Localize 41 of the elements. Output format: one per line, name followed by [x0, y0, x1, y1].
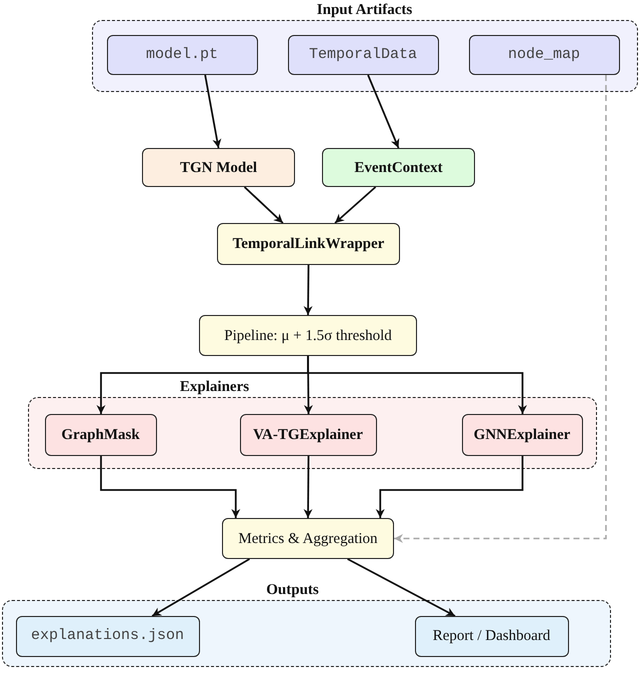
node-label: Report / Dashboard	[432, 627, 550, 645]
process-box	[462, 414, 582, 456]
dashed-arrow	[394, 75, 607, 543]
arrow	[204, 74, 222, 148]
arrow	[367, 74, 400, 148]
arrow	[334, 186, 376, 224]
node-label: Metrics & Aggregation	[238, 530, 378, 548]
process-box	[44, 414, 156, 456]
arrow	[307, 356, 527, 414]
process-box	[468, 34, 620, 74]
node-label: node_map	[508, 46, 580, 64]
node-label: TemporalData	[308, 46, 418, 64]
node-label: GraphMask	[61, 426, 140, 444]
process-box	[16, 616, 200, 656]
arrow	[244, 186, 284, 224]
process-box	[199, 315, 417, 356]
process-box	[240, 414, 376, 456]
node-label: GNNExplainer	[474, 426, 570, 444]
arrow	[304, 456, 313, 518]
process-box	[322, 148, 475, 187]
process-box	[142, 148, 295, 187]
process-box	[217, 223, 400, 265]
arrow	[376, 456, 524, 518]
group-heading: Input Artifacts	[316, 2, 412, 18]
process-box	[106, 34, 258, 74]
group-heading: Explainers	[180, 379, 250, 395]
arrow	[152, 558, 250, 617]
process-box	[414, 616, 568, 656]
node-label: TGN Model	[180, 158, 258, 176]
node-label: VA-TGExplainer	[253, 426, 363, 444]
process-box	[288, 34, 438, 74]
process-box	[222, 518, 394, 559]
arrow	[100, 456, 240, 518]
node-label: Pipeline: μ + 1.5σ threshold	[224, 326, 392, 344]
arrow	[347, 558, 456, 617]
group-heading: Outputs	[266, 582, 319, 598]
node-label: TemporalLinkWrapper	[232, 235, 384, 253]
arrow	[304, 265, 313, 315]
node-label: explanations.json	[30, 627, 184, 645]
node-label: EventContext	[354, 158, 443, 176]
node-label: model.pt	[146, 46, 218, 64]
